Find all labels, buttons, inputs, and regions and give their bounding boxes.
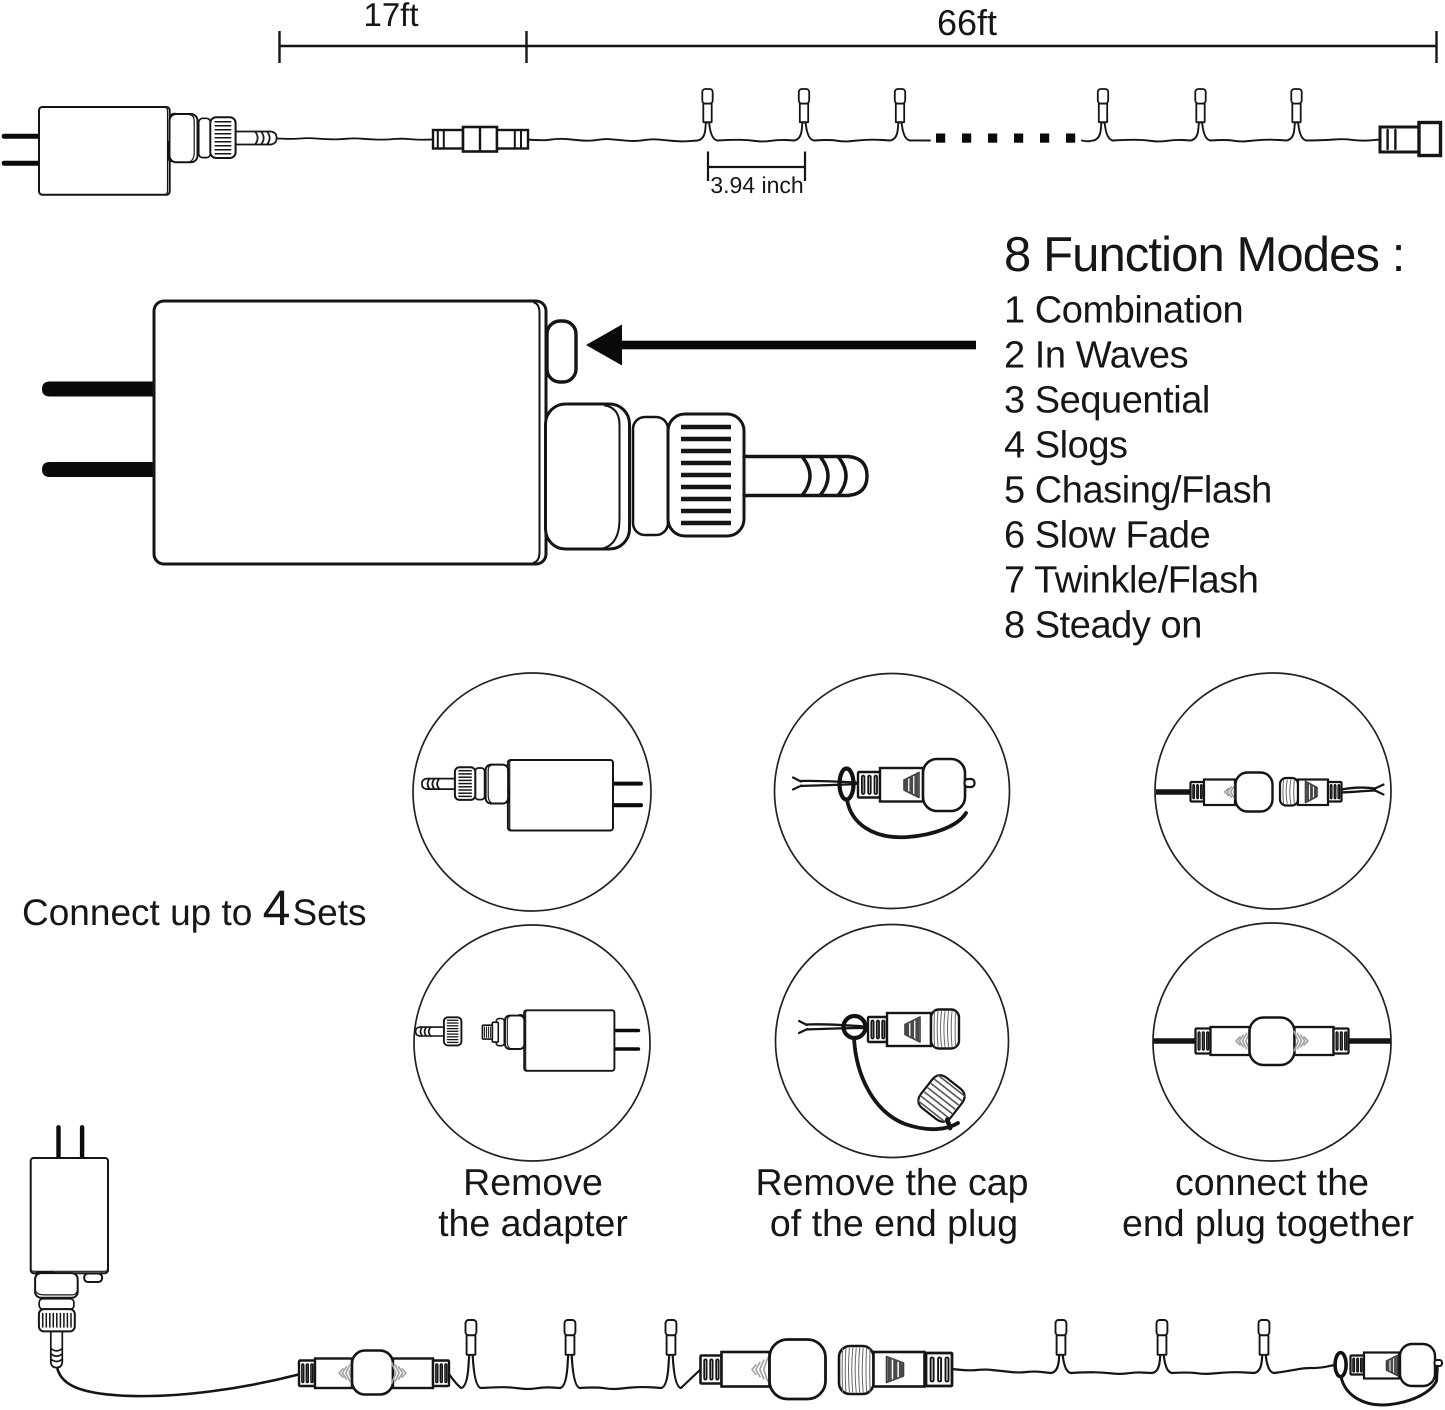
svg-text:3 Sequential: 3 Sequential — [1004, 380, 1210, 422]
svg-text:end plug together: end plug together — [1122, 1202, 1414, 1244]
svg-text:2 In Waves: 2 In Waves — [1004, 335, 1188, 377]
svg-text:4 Slogs: 4 Slogs — [1004, 425, 1128, 467]
svg-text:8 Function Modes :: 8 Function Modes : — [1004, 228, 1405, 282]
svg-text:Remove the cap: Remove the cap — [755, 1161, 1028, 1203]
svg-text:7 Twinkle/Flash: 7 Twinkle/Flash — [1004, 560, 1258, 602]
svg-text:Remove: Remove — [463, 1161, 603, 1203]
svg-text:the adapter: the adapter — [438, 1202, 628, 1244]
svg-text:5 Chasing/Flash: 5 Chasing/Flash — [1004, 470, 1272, 512]
svg-text:connect the: connect the — [1175, 1161, 1369, 1203]
svg-text:8 Steady on: 8 Steady on — [1004, 605, 1202, 647]
svg-text:66ft: 66ft — [937, 2, 997, 43]
svg-text:1 Combination: 1 Combination — [1004, 290, 1243, 332]
svg-text:of the end plug: of the end plug — [770, 1202, 1018, 1244]
svg-text:17ft: 17ft — [363, 0, 418, 33]
svg-text:6 Slow Fade: 6 Slow Fade — [1004, 515, 1210, 557]
svg-text:3.94 inch: 3.94 inch — [710, 172, 803, 198]
